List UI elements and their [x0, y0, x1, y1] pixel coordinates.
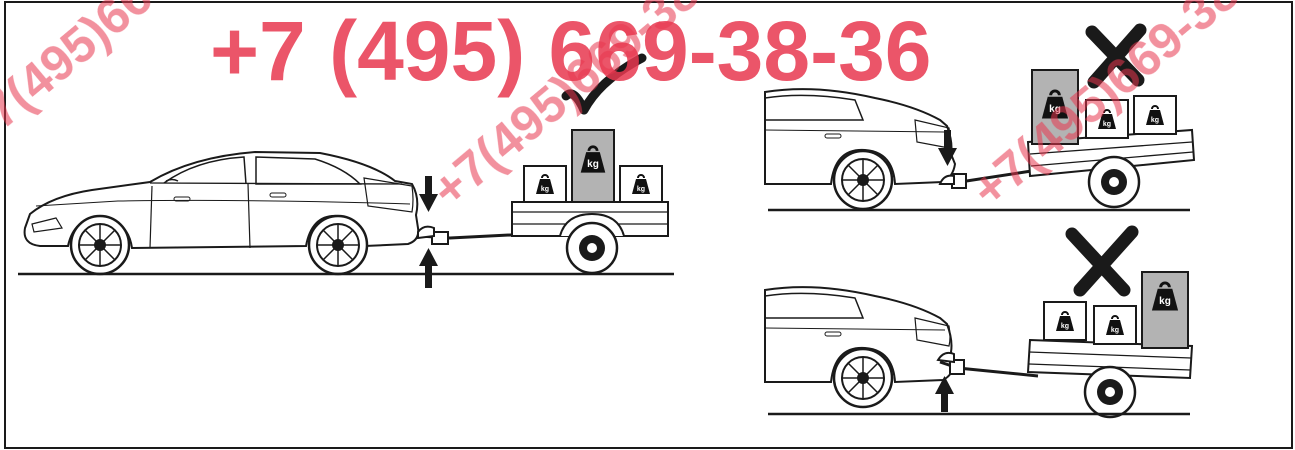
cross-mark-icon	[1065, 225, 1139, 297]
weight-box-light: kg	[523, 165, 567, 203]
kg-label: kg	[1103, 121, 1111, 128]
car-top-right-scene	[763, 87, 957, 211]
kg-label: kg	[1159, 296, 1171, 307]
weight-box-light: kg	[1085, 99, 1129, 139]
kg-label: kg	[587, 159, 599, 170]
scene-rear-heavy: kg kg kg	[763, 225, 1194, 419]
weight-box-heavy: kg	[1141, 271, 1189, 349]
scene-correct-loading: kg kg kg	[18, 53, 674, 288]
kg-label: kg	[1061, 323, 1069, 330]
cross-mark-icon	[1085, 23, 1147, 89]
weight-box-light: kg	[1043, 301, 1087, 341]
figure-frame	[4, 1, 1293, 449]
scene-front-heavy: kg kg kg	[763, 23, 1196, 212]
up-arrow-icon	[419, 248, 438, 288]
kg-label: kg	[1151, 117, 1159, 124]
car-bottom-right-scene	[763, 285, 957, 409]
watermark-phone-main: +7 (495) 669-38-36	[210, 4, 932, 98]
weight-box-light: kg	[1133, 95, 1177, 135]
weight-box-heavy: kg	[1031, 69, 1079, 145]
watermark-layer: +7 (495) 669-38-36	[210, 4, 932, 98]
kg-label: kg	[1111, 327, 1119, 334]
weight-box-light: kg	[619, 165, 663, 203]
kg-label: kg	[541, 186, 549, 193]
trailer-bottom-right-scene	[936, 338, 1194, 419]
down-arrow-icon	[419, 176, 438, 212]
kg-label: kg	[1049, 104, 1061, 115]
weight-box-light: kg	[1093, 305, 1137, 345]
up-arrow-icon	[935, 376, 954, 412]
check-mark-icon	[561, 53, 647, 115]
car-left-scene	[23, 150, 420, 276]
kg-label: kg	[637, 186, 645, 193]
weight-box-heavy: kg	[571, 129, 615, 203]
down-arrow-icon	[938, 130, 957, 166]
